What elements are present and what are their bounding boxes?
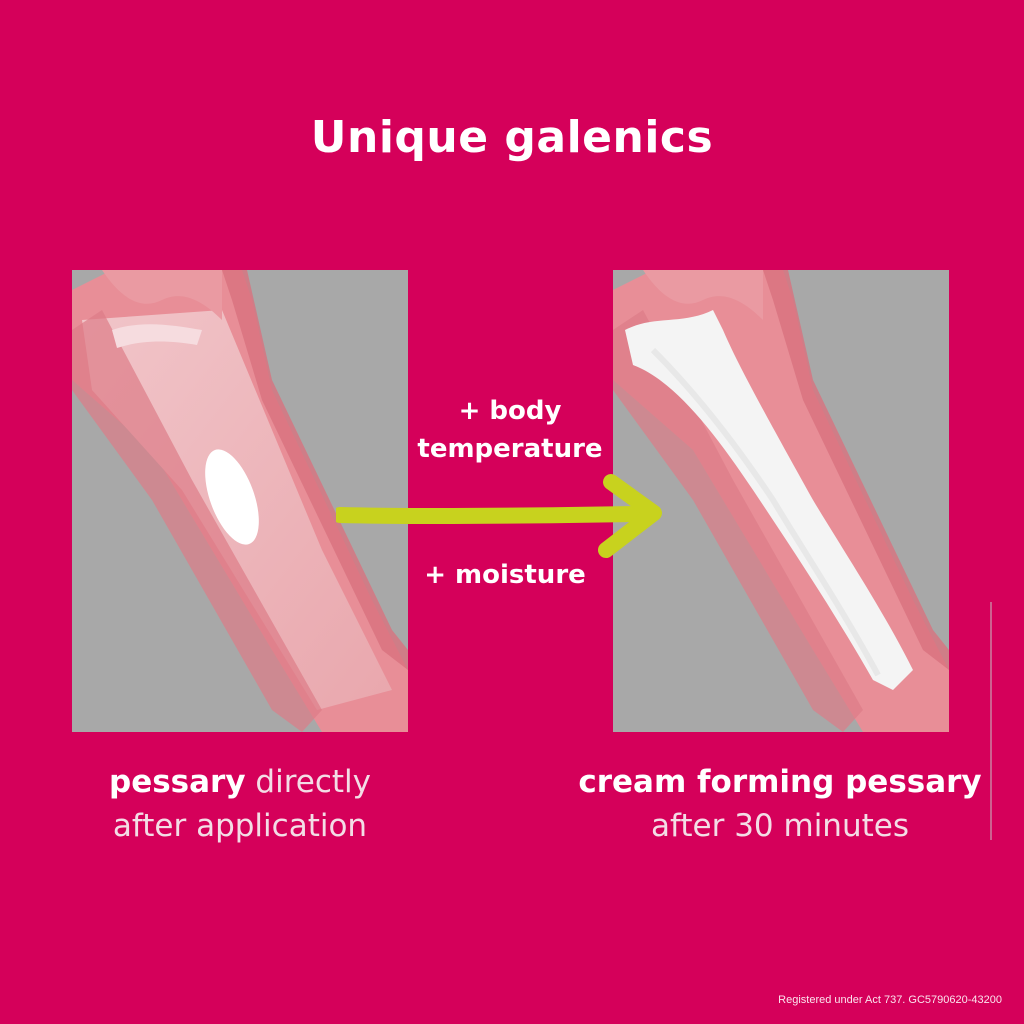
registration-footer: Registered under Act 737. GC5790620-4320… bbox=[778, 994, 1002, 1006]
illustration-before bbox=[72, 270, 408, 732]
caption-after-bold: cream forming pessary bbox=[578, 764, 982, 800]
caption-before: pessary directly after application bbox=[60, 760, 420, 848]
arrow-right-icon bbox=[336, 474, 662, 558]
caption-before-bold: pessary bbox=[109, 764, 246, 800]
divider-line bbox=[990, 602, 992, 840]
caption-before-line2: after application bbox=[112, 808, 368, 844]
label-moisture: + moisture bbox=[424, 560, 586, 590]
caption-before-rest: directly bbox=[245, 764, 371, 800]
pessary-tablet bbox=[205, 449, 259, 545]
caption-after: cream forming pessary after 30 minutes bbox=[570, 760, 990, 848]
cream-fill bbox=[625, 310, 913, 690]
page-title: Unique galenics bbox=[310, 112, 714, 163]
label-body-temperature-text: + body temperature bbox=[417, 396, 603, 464]
illustration-after bbox=[613, 270, 949, 732]
label-body-temperature: + body temperature bbox=[404, 392, 616, 468]
caption-after-line2: after 30 minutes bbox=[651, 808, 909, 844]
